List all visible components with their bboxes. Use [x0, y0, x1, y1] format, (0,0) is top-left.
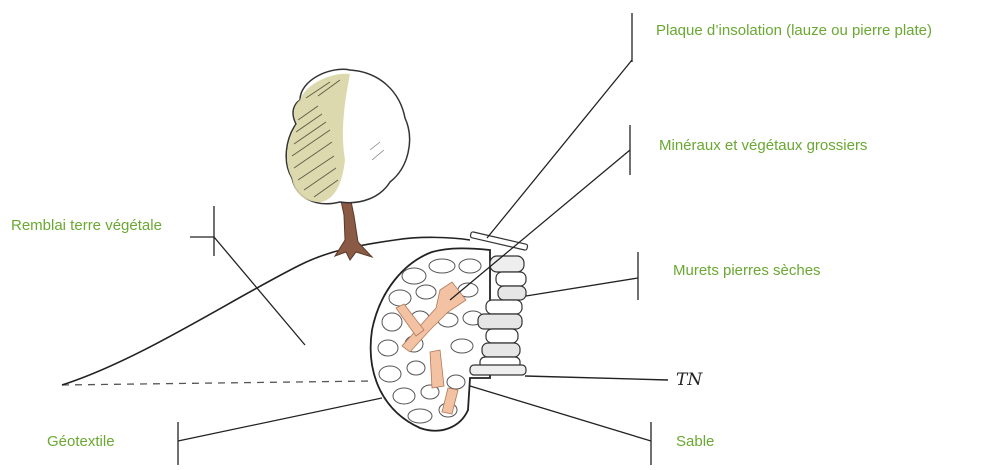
shelter-body	[371, 248, 490, 430]
leader-sable	[470, 386, 651, 441]
label-tn: TN	[676, 370, 702, 390]
leader-murets	[526, 278, 638, 296]
tree-illustration	[286, 69, 409, 260]
label-sable: Sable	[676, 433, 714, 451]
label-remblai: Remblai terre végétale	[11, 217, 162, 235]
tree-trunk	[335, 196, 372, 260]
label-plaque: Plaque d’insolation (lauze ou pierre pla…	[656, 22, 932, 40]
label-mineraux: Minéraux et végétaux grossiers	[659, 137, 867, 155]
label-geotextile: Géotextile	[47, 433, 115, 451]
ground-line	[62, 376, 668, 385]
leader-geotextile	[178, 398, 382, 441]
leader-remblai	[214, 237, 305, 345]
label-murets: Murets pierres sèches	[673, 262, 821, 280]
leader-plaque	[487, 60, 632, 238]
insulation-plate	[470, 232, 528, 251]
